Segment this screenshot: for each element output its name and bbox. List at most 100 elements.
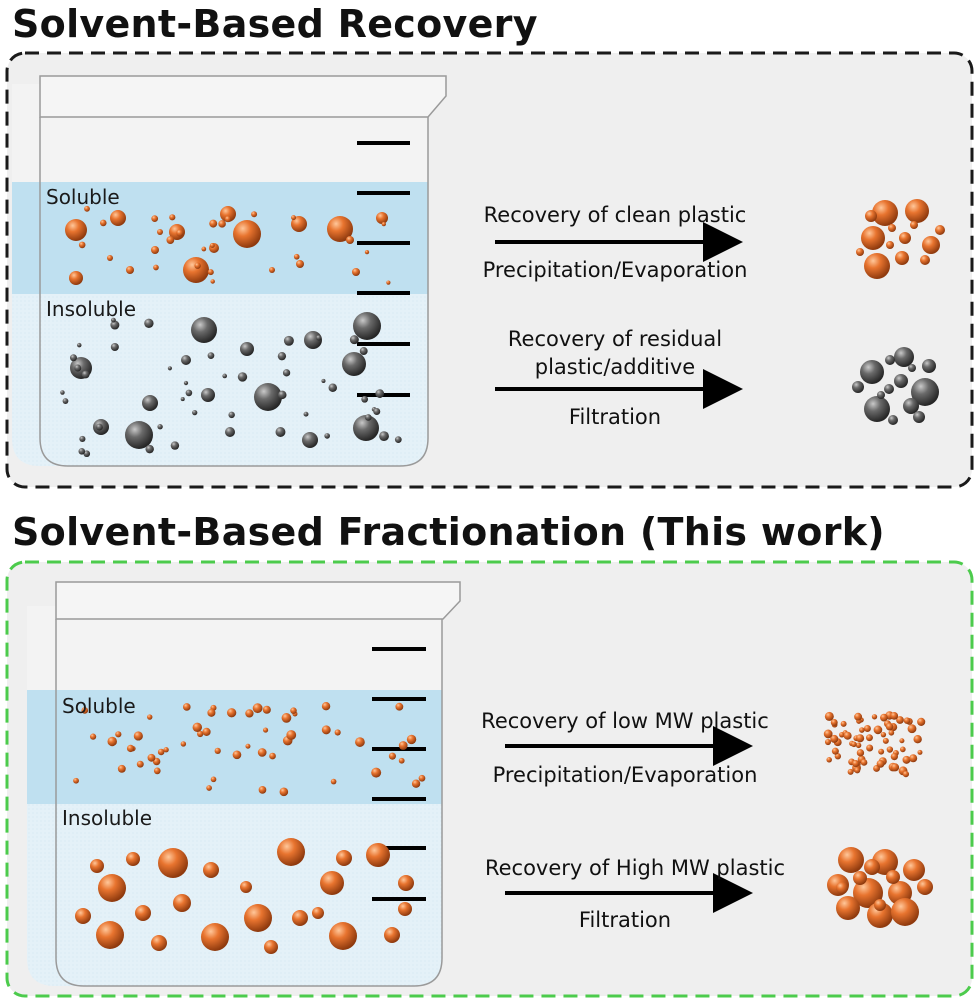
clean-plastic-sphere [920,255,930,265]
residue-sphere [145,444,154,454]
label-filtration: Filtration [568,405,662,429]
plastic-sphere [65,219,87,241]
residue-sphere [192,409,198,416]
label-recovery-residual-1: Recovery of residual [507,327,723,351]
low-mw-sphere [398,757,405,764]
residue-cluster-sphere [913,411,925,423]
residue-sphere [328,383,338,393]
low-mw-cluster-sphere [880,713,888,722]
clean-plastic-sphere [935,225,945,235]
low-mw-cluster-sphere [909,754,918,763]
residue-cluster-sphere [894,374,908,388]
high-mw-sphere [126,852,140,866]
residue-cluster-sphere [903,398,919,414]
low-mw-sphere [252,703,263,714]
plastic-sphere [151,215,159,222]
plastic-sphere [166,236,175,244]
high-mw-sphere [90,859,104,873]
plastic-sphere [291,216,307,232]
residue-sphere [125,421,153,449]
residue-cluster-sphere [885,355,895,365]
residue-sphere [62,398,69,404]
residue-sphere [77,342,82,348]
low-mw-sphere [153,767,161,775]
plastic-sphere [352,268,360,276]
beaker-recovery [12,75,447,467]
residue-sphere [302,432,318,448]
low-mw-cluster-sphere [907,724,917,734]
plastic-sphere [107,255,113,261]
high-mw-sphere [264,940,278,954]
residue-cluster-sphere [860,360,884,384]
high-mw-sphere [336,850,352,866]
plastic-sphere [176,229,184,237]
high-mw-sphere [244,904,272,932]
insoluble-layer [27,804,442,986]
residue-sphere [359,347,368,356]
residue-sphere [254,383,282,411]
residue-cluster-sphere [888,415,898,425]
residue-sphere [144,318,154,328]
low-mw-sphere [81,707,89,714]
residue-sphere [79,435,86,443]
residue-sphere [373,408,381,416]
plastic-sphere [207,269,214,276]
residue-cluster-sphere [877,391,885,399]
low-mw-cluster-sphere [902,770,910,778]
high-mw-cluster-sphere [838,847,864,873]
residue-sphere [342,352,366,376]
residue-sphere [283,335,294,346]
residue-sphere [361,395,369,403]
low-mw-cluster-sphere [834,753,842,760]
high-mw-sphere [384,927,400,943]
residue-sphere [303,411,309,417]
low-mw-sphere [89,733,97,740]
plastic-sphere [69,271,83,285]
high-mw-sphere [277,838,305,866]
high-mw-sphere [240,881,252,893]
plastic-sphere [224,215,232,223]
low-mw-sphere [117,764,126,773]
high-mw-cluster-sphere [853,878,883,908]
residue-cluster-sphere [852,381,864,393]
low-mw-cluster-sphere [859,727,865,733]
low-mw-cluster-sphere [854,712,863,721]
residue-sphere [83,450,91,458]
low-mw-cluster-sphere [885,722,894,731]
residue-sphere [181,355,191,365]
low-mw-sphere [334,729,341,736]
low-mw-sphere [398,741,408,750]
plastic-sphere [209,219,218,228]
low-mw-sphere [257,748,267,757]
clean-plastic-sphere [865,210,877,222]
low-mw-sphere [180,741,187,747]
residue-sphere [364,414,372,421]
clean-plastic-sphere [856,248,864,256]
high-mw-cluster-sphere [836,882,848,894]
high-mw-sphere [173,894,191,912]
residue-cluster-sphere [922,359,936,373]
low-mw-sphere [406,734,417,745]
low-mw-cluster-sphere [890,712,899,720]
residue-sphere [167,366,172,371]
cluster-clean-plastic [856,199,945,279]
low-mw-cluster-sphere [890,763,900,772]
residue-sphere [353,312,381,340]
residue-sphere [142,395,158,411]
residue-sphere [185,389,193,397]
high-mw-cluster-sphere [864,859,880,875]
high-mw-cluster-sphere [903,859,925,881]
plastic-sphere [327,216,353,242]
plastic-sphere [201,246,207,252]
low-mw-sphere [182,703,191,711]
residue-sphere [278,390,287,400]
low-mw-sphere [115,731,122,738]
low-mw-cluster-sphere [888,729,895,736]
clean-plastic-sphere [861,226,885,250]
residue-sphere [96,423,103,431]
low-mw-sphere [371,767,382,778]
plastic-sphere [78,241,86,249]
low-mw-cluster-sphere [854,767,861,774]
low-mw-cluster-sphere [917,749,923,755]
low-mw-sphere [269,752,276,760]
